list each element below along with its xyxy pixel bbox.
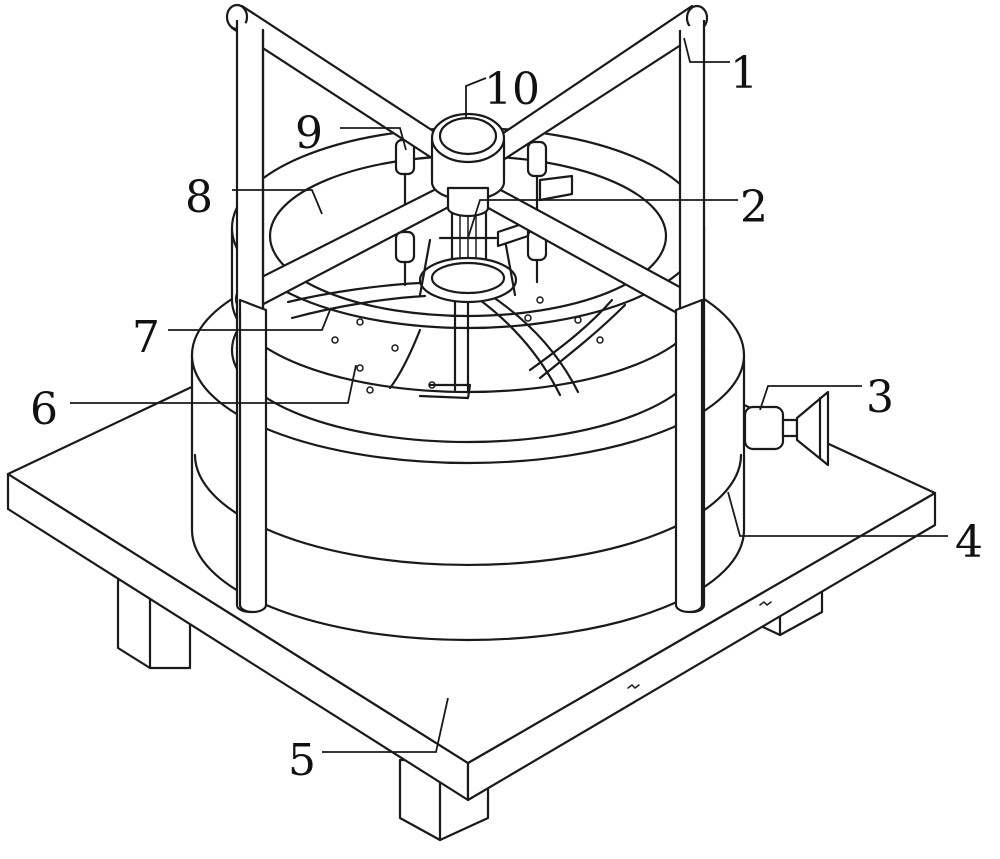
- label-5: 5: [288, 735, 316, 786]
- label-7: 7: [132, 312, 160, 363]
- cross-frame: [225, 3, 709, 322]
- label-3: 3: [866, 372, 894, 423]
- frame-legs: [235, 20, 706, 614]
- label-9: 9: [295, 108, 323, 159]
- label-1: 1: [730, 48, 758, 99]
- label-10: 10: [484, 64, 540, 115]
- label-6: 6: [30, 384, 58, 435]
- central-shaft: [418, 208, 518, 304]
- label-8: 8: [185, 172, 213, 223]
- leader-lines: [70, 37, 948, 753]
- label-2: 2: [740, 182, 768, 233]
- side-nozzle: [743, 390, 830, 467]
- tray-holes: [331, 296, 604, 394]
- label-4: 4: [955, 517, 983, 568]
- part-labels: 1 2 3 4 5 6 7 8 9 10: [30, 48, 983, 786]
- inner-tray: [286, 281, 627, 400]
